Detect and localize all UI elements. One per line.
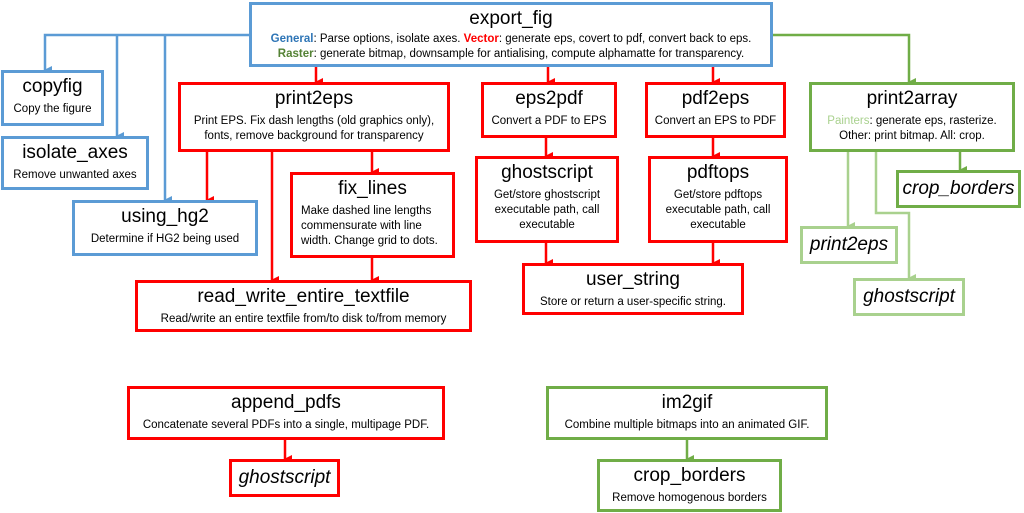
read-write-entire-textfile-node: read_write_entire_textfile Read/write an… bbox=[135, 280, 472, 332]
print2array-node: print2array Painters: generate eps, rast… bbox=[809, 82, 1015, 152]
pdftops-description: Get/store pdftops executable path, call … bbox=[665, 188, 771, 231]
user-string-node: user_string Store or return a user-speci… bbox=[522, 263, 744, 315]
copyfig-title: copyfig bbox=[22, 76, 83, 97]
append-pdfs-description: Concatenate several PDFs into a single, … bbox=[142, 418, 430, 431]
copyfig-node: copyfig Copy the figure bbox=[1, 70, 104, 126]
using-hg2-node: using_hg2 Determine if HG2 being used bbox=[72, 200, 258, 256]
crop-borders-description: Remove homogenous borders bbox=[612, 491, 767, 504]
crop-borders-reference-node: crop_borders bbox=[896, 170, 1021, 208]
other-text: Other: print bitmap. All: crop. bbox=[839, 129, 985, 142]
ghostscript-green-reference-node: ghostscript bbox=[853, 278, 965, 316]
vector-label: Vector bbox=[463, 32, 499, 45]
connector-export-to-print2array bbox=[772, 33, 916, 86]
pdftops-title: pdftops bbox=[686, 162, 750, 183]
pdf2eps-title: pdf2eps bbox=[681, 88, 750, 109]
print2eps-reference-node: print2eps bbox=[800, 226, 898, 264]
ghostscript-title: ghostscript bbox=[501, 162, 593, 183]
pdf2eps-description: Convert an EPS to PDF bbox=[654, 114, 777, 127]
raster-text: : generate bitmap, downsample for antial… bbox=[313, 47, 745, 60]
im2gif-title: im2gif bbox=[661, 392, 713, 413]
user-string-description: Store or return a user-specific string. bbox=[540, 295, 726, 308]
append-pdfs-title: append_pdfs bbox=[231, 392, 341, 413]
print2eps-reference-title: print2eps bbox=[809, 234, 889, 255]
export-fig-node: export_fig General: Parse options, isola… bbox=[249, 2, 773, 67]
eps2pdf-title: eps2pdf bbox=[515, 88, 583, 109]
print2array-description: Painters: generate eps, rasterize. Other… bbox=[812, 114, 1012, 144]
eps2pdf-node: eps2pdf Convert a PDF to EPS bbox=[481, 82, 617, 138]
fix-lines-node: fix_lines Make dashed line lengths comme… bbox=[290, 172, 455, 258]
raster-label: Raster bbox=[277, 47, 314, 60]
using-hg2-description: Determine if HG2 being used bbox=[90, 232, 240, 245]
fix-lines-description: Make dashed line lengths commensurate wi… bbox=[301, 204, 438, 247]
fix-lines-title: fix_lines bbox=[338, 178, 407, 199]
crop-borders-title: crop_borders bbox=[633, 465, 746, 486]
export-fig-title: export_fig bbox=[469, 8, 553, 29]
print2eps-node: print2eps Print EPS. Fix dash lengths (o… bbox=[178, 82, 450, 152]
connector-print2array-to-ghostscript bbox=[874, 151, 916, 282]
read-write-title: read_write_entire_textfile bbox=[197, 286, 410, 307]
eps2pdf-description: Convert a PDF to EPS bbox=[491, 114, 607, 127]
ghostscript-green-reference-title: ghostscript bbox=[863, 286, 955, 307]
general-label: General bbox=[270, 32, 314, 45]
ghostscript-red-reference-title: ghostscript bbox=[238, 467, 331, 488]
im2gif-description: Combine multiple bitmaps into an animate… bbox=[564, 418, 810, 431]
print2eps-title: print2eps bbox=[274, 88, 354, 109]
isolate-axes-node: isolate_axes Remove unwanted axes bbox=[1, 136, 149, 190]
ghostscript-description: Get/store ghostscript executable path, c… bbox=[493, 188, 601, 231]
export-fig-description: General: Parse options, isolate axes. Ve… bbox=[252, 32, 770, 62]
using-hg2-title: using_hg2 bbox=[121, 206, 209, 227]
isolate-axes-description: Remove unwanted axes bbox=[13, 168, 137, 181]
vector-text: : generate eps, covert to pdf, convert b… bbox=[498, 32, 752, 45]
crop-borders-reference-title: crop_borders bbox=[902, 178, 1015, 199]
append-pdfs-node: append_pdfs Concatenate several PDFs int… bbox=[127, 386, 445, 440]
print2array-title: print2array bbox=[866, 88, 958, 109]
ghostscript-node: ghostscript Get/store ghostscript execut… bbox=[475, 156, 619, 243]
read-write-description: Read/write an entire textfile from/to di… bbox=[160, 312, 447, 325]
copyfig-description: Copy the figure bbox=[13, 102, 92, 115]
isolate-axes-title: isolate_axes bbox=[22, 142, 128, 163]
print2eps-description: Print EPS. Fix dash lengths (old graphic… bbox=[193, 114, 435, 142]
crop-borders-node: crop_borders Remove homogenous borders bbox=[597, 459, 782, 512]
general-text: : Parse options, isolate axes. bbox=[313, 32, 464, 45]
connector-export-to-copyfig bbox=[43, 33, 249, 74]
ghostscript-red-reference-node: ghostscript bbox=[229, 459, 340, 497]
pdf2eps-node: pdf2eps Convert an EPS to PDF bbox=[645, 82, 786, 138]
painters-label: Painters bbox=[827, 114, 870, 127]
pdftops-node: pdftops Get/store pdftops executable pat… bbox=[648, 156, 788, 243]
im2gif-node: im2gif Combine multiple bitmaps into an … bbox=[546, 386, 828, 440]
painters-text: : generate eps, rasterize. bbox=[869, 114, 997, 127]
user-string-title: user_string bbox=[586, 269, 680, 290]
